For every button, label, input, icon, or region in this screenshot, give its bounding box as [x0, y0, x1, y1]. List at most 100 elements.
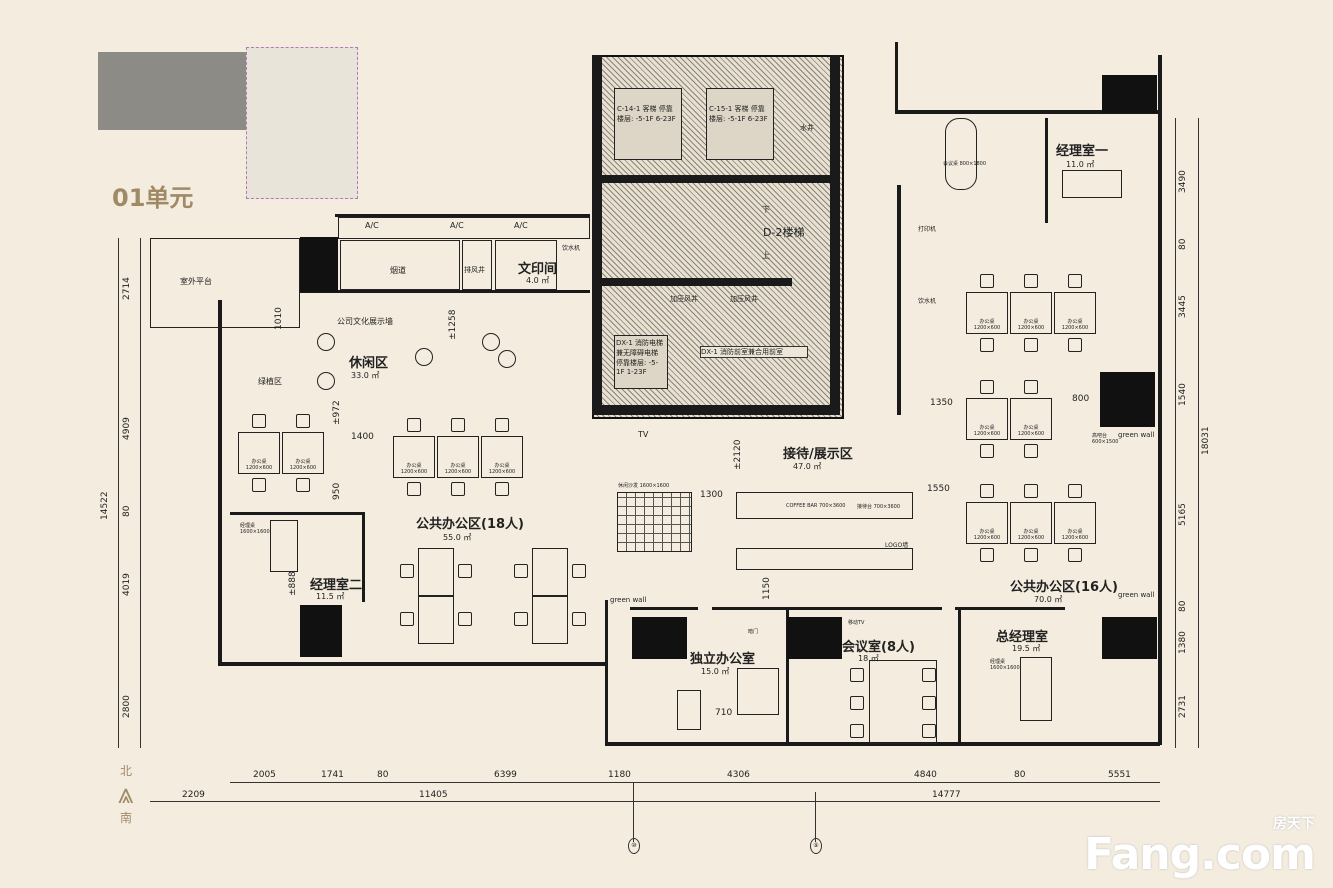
key-plan [98, 47, 358, 199]
reception-desk-label: 接待台 700×3600 [857, 504, 901, 510]
flue-label: 烟道 [390, 266, 406, 275]
office-desk: 办公桌 1200×600 [966, 398, 1008, 440]
wall [218, 300, 222, 666]
wall [300, 290, 590, 293]
office-chair [252, 414, 266, 428]
round-meeting-table [945, 118, 977, 190]
dimension-line [1175, 118, 1176, 748]
office-chair [1024, 444, 1038, 458]
private-office-side-desk [677, 690, 701, 730]
fire-elevator-label: DX-1 消防电梯 兼无障碍电梯 停靠楼层: -5-1F 1-23F [616, 339, 664, 376]
leisure-label: 休闲区 [349, 356, 389, 371]
manager-1-area: 11.0 ㎡ [1066, 160, 1095, 169]
dimension-label: 2209 [182, 790, 205, 800]
dimension-line [150, 801, 1160, 802]
dimension-label: 3490 [1178, 170, 1188, 193]
office-desk [532, 548, 568, 596]
meeting-table [869, 660, 937, 744]
office-chair [1024, 274, 1038, 288]
dimension-label: 1400 [351, 432, 374, 442]
meeting-chair [922, 724, 936, 738]
structural-column [300, 605, 342, 657]
wall [1158, 55, 1162, 745]
dimension-label: 80 [377, 770, 389, 780]
axis-line [815, 792, 816, 842]
dimension-label: 6399 [494, 770, 517, 780]
wall [218, 662, 608, 666]
dimension-label: 2731 [1178, 695, 1188, 718]
core-wall [592, 405, 840, 415]
manager-desk-label: 经理桌 1600×1600 [240, 523, 270, 535]
wall [630, 607, 698, 610]
wall [955, 607, 1065, 610]
gm-office-area: 19.5 ㎡ [1012, 644, 1041, 653]
dimension-label: ±1258 [448, 309, 458, 340]
sofa-label: 休闲沙发 1600×1600 [618, 483, 670, 489]
green-wall-label: green wall [610, 596, 647, 604]
structural-column [1102, 617, 1157, 659]
office-chair [495, 482, 509, 496]
core-wall [830, 55, 840, 415]
lounge-chair [498, 350, 516, 368]
water-dispenser-label: 饮水机 [918, 298, 937, 305]
ac-strip [338, 217, 590, 239]
office-chair [252, 478, 266, 492]
printer-label: 打印机 [918, 226, 937, 233]
dimension-label: ±972 [332, 400, 342, 425]
leisure-sofa-rug [617, 492, 692, 552]
green-wall-label: green wall [1118, 431, 1155, 439]
meeting-chair [850, 668, 864, 682]
meeting-room-label: 会议室(8人) [842, 640, 915, 655]
wall [712, 607, 942, 610]
dimension-label: 1150 [762, 577, 772, 600]
meeting-chair [850, 696, 864, 710]
wall [895, 42, 898, 112]
core-wall [592, 278, 792, 286]
public-office-18-label: 公共办公区(18人) [416, 517, 524, 532]
office-desk: 办公桌 1200×600 [393, 436, 435, 478]
dimension-label: 80 [122, 505, 132, 517]
manager-2-area: 11.5 ㎡ [316, 592, 345, 601]
office-desk: 办公桌 1200×600 [481, 436, 523, 478]
tv-label: TV [638, 430, 649, 439]
dimension-label: 1741 [321, 770, 344, 780]
gm-desk [1020, 657, 1052, 721]
coffee-bar-counter [736, 492, 913, 519]
wall [605, 600, 608, 745]
structural-column [300, 237, 338, 292]
office-desk [418, 548, 454, 596]
flue-box [340, 240, 460, 290]
private-office-label: 独立办公室 [690, 652, 756, 667]
office-chair [400, 564, 414, 578]
lounge-chair [482, 333, 500, 351]
office-chair [458, 564, 472, 578]
office-desk: 办公桌 1200×600 [1010, 292, 1052, 334]
office-chair [980, 444, 994, 458]
office-desk: 办公桌 1200×600 [1054, 502, 1096, 544]
office-chair [1024, 548, 1038, 562]
dimension-label: 1300 [700, 490, 723, 500]
ac-label: A/C [514, 221, 528, 230]
core-wall [592, 55, 602, 415]
dimension-label: 4306 [727, 770, 750, 780]
wall [362, 512, 365, 602]
fire-lobby-label: DX-1 消防前室兼合用前室 [700, 346, 808, 358]
logo-wall-counter [736, 548, 913, 570]
dimension-label: 950 [332, 482, 342, 500]
office-chair [400, 612, 414, 626]
wall [897, 185, 901, 415]
dimension-label: 1380 [1178, 631, 1188, 654]
manager-1-desk [1062, 170, 1122, 198]
dimension-label: 5165 [1178, 503, 1188, 526]
south-label: 南 [119, 811, 132, 825]
wall [605, 742, 1160, 746]
reception-area: 47.0 ㎡ [793, 462, 822, 471]
office-chair [980, 548, 994, 562]
print-room-box [495, 240, 557, 290]
dimension-line [1198, 118, 1199, 748]
office-chair [980, 484, 994, 498]
stair-label: D-2楼梯 [763, 226, 805, 239]
office-chair [1068, 338, 1082, 352]
dimension-label: 1550 [927, 484, 950, 494]
lounge-chair [317, 372, 335, 390]
